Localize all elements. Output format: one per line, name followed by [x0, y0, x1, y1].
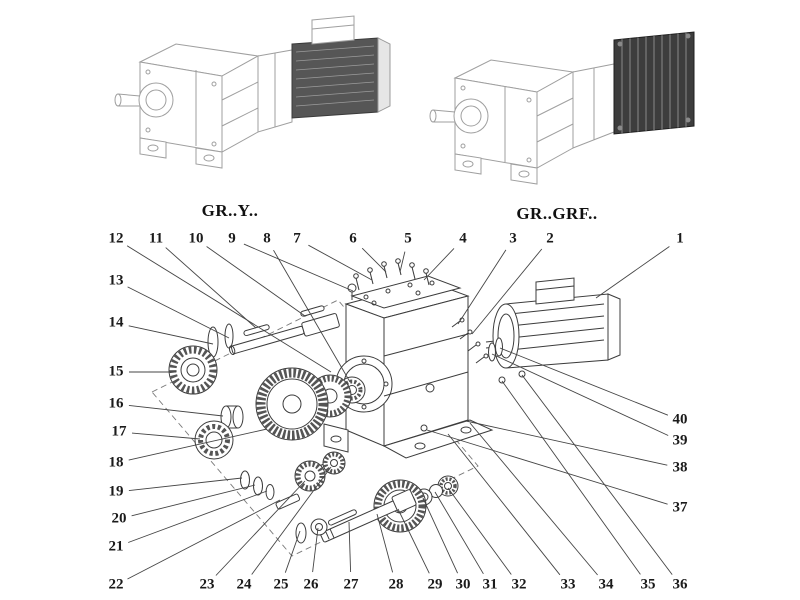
large-gear: [255, 367, 329, 441]
callout-5: 5: [404, 230, 412, 247]
callout-19: 19: [108, 483, 124, 500]
callout-29: 29: [427, 576, 443, 593]
callout-13: 13: [108, 272, 124, 289]
model-label-gr-grf: GR..GRF..: [516, 204, 598, 223]
callout-11: 11: [148, 230, 164, 247]
output-washers: [295, 518, 328, 544]
callout-23: 23: [199, 576, 215, 593]
toothed-ring: [168, 345, 218, 395]
callout-35: 35: [640, 576, 656, 593]
output-shaft: [320, 489, 417, 543]
callout-1: 1: [676, 230, 684, 247]
callout-34: 34: [598, 576, 614, 593]
callout-7: 7: [293, 230, 301, 247]
callout-37: 37: [672, 499, 688, 516]
callout-8: 8: [263, 230, 271, 247]
callout-25: 25: [273, 576, 289, 593]
callout-12: 12: [108, 230, 124, 247]
callout-18: 18: [108, 454, 124, 471]
motor: [485, 277, 621, 369]
intermediate-pinion: [294, 451, 346, 492]
callout-26: 26: [303, 576, 319, 593]
model-label-gr-y: GR..Y..: [201, 201, 259, 220]
overview-drawing-gr-y: [114, 15, 391, 169]
callout-38: 38: [672, 459, 688, 476]
flange-washers: [488, 337, 526, 384]
callout-14: 14: [108, 314, 124, 331]
callout-24: 24: [236, 576, 252, 593]
input-shaft: [228, 305, 340, 356]
callout-33: 33: [560, 576, 576, 593]
ball-bearing-left: [194, 420, 234, 460]
callout-15: 15: [108, 363, 124, 380]
oil-level-plug: [425, 383, 435, 393]
callout-22: 22: [108, 576, 124, 593]
callout-27: 27: [343, 576, 359, 593]
callout-10: 10: [188, 230, 204, 247]
callout-6: 6: [349, 230, 357, 247]
callout-30: 30: [455, 576, 471, 593]
gear-housing: [323, 275, 494, 459]
assembly-axis-guide: [151, 299, 479, 557]
exploded-view: [126, 243, 673, 580]
callout-36: 36: [672, 576, 688, 593]
cover-screws: [353, 258, 430, 291]
callout-31: 31: [482, 576, 498, 593]
drain-plug: [420, 424, 428, 432]
callout-21: 21: [108, 538, 124, 555]
callout-3: 3: [509, 230, 517, 247]
callout-4: 4: [459, 230, 467, 247]
leader-lines: [126, 243, 673, 580]
callout-39: 39: [672, 432, 688, 449]
small-washers: [240, 470, 275, 500]
callout-16: 16: [108, 395, 124, 412]
overview-drawing-gr-grf: [429, 31, 695, 185]
callout-40: 40: [672, 411, 688, 428]
callout-28: 28: [388, 576, 404, 593]
callout-17: 17: [111, 423, 127, 440]
flange-screws: [451, 317, 489, 364]
callout-32: 32: [511, 576, 527, 593]
callout-20: 20: [111, 510, 127, 527]
callout-9: 9: [228, 230, 236, 247]
callout-2: 2: [546, 230, 554, 247]
